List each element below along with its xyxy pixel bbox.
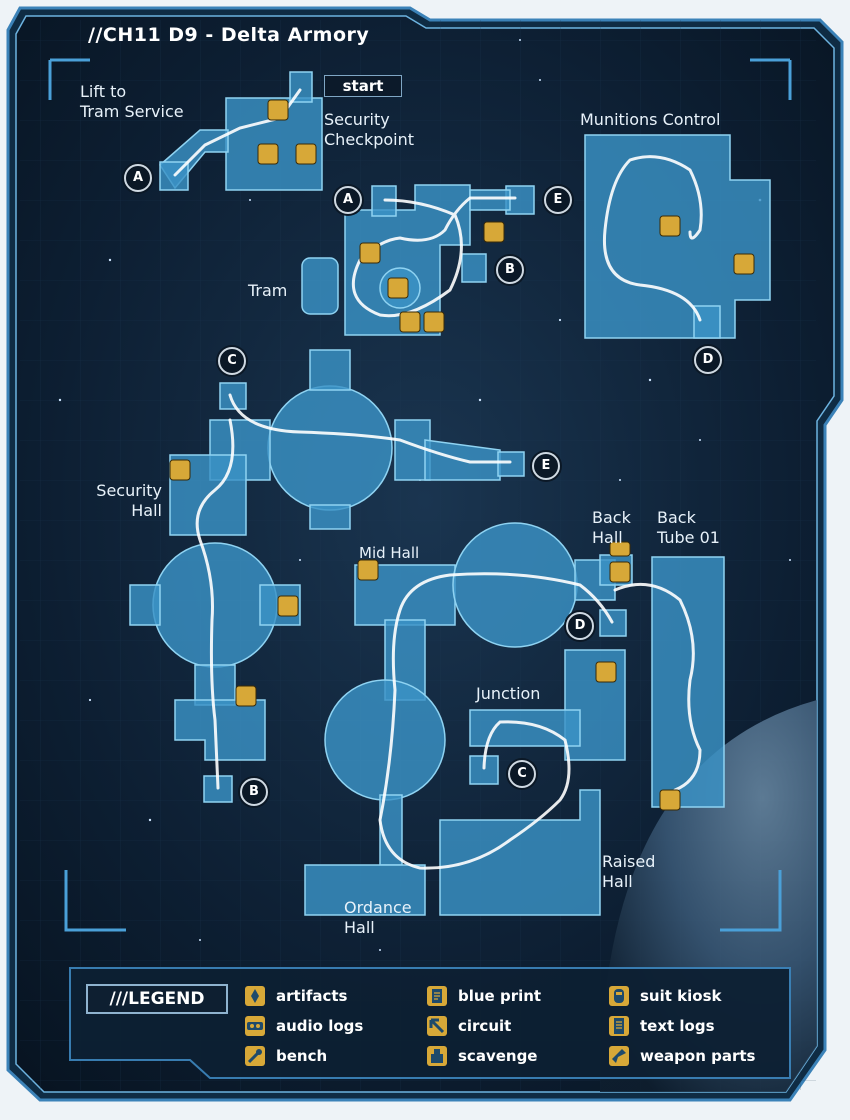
- circuit-icon: [277, 595, 299, 617]
- connector-marker-d: D: [694, 346, 722, 374]
- legend-title: ///LEGEND: [86, 984, 228, 1014]
- legend-item-blueprint: blue print: [426, 984, 541, 1008]
- artifact-icon: [245, 986, 265, 1006]
- area-label-security-hall: Security Hall: [96, 481, 162, 520]
- legend-item-audio-logs: audio logs: [244, 1014, 363, 1038]
- legend-label: circuit: [458, 1017, 512, 1035]
- scavenge-icon: [427, 1046, 447, 1066]
- weapon-parts-icon: [169, 459, 191, 481]
- circuit-icon: [427, 1016, 447, 1036]
- area-label-ordance-hall: Ordance Hall: [344, 898, 412, 937]
- legend-label: scavenge: [458, 1047, 538, 1065]
- text-log-icon: [609, 1016, 629, 1036]
- suit-kiosk-icon: [387, 277, 409, 299]
- artifact-icon: [267, 99, 289, 121]
- artifact-icon: [659, 789, 681, 811]
- area-label-tram: Tram: [248, 281, 288, 300]
- legend-label: artifacts: [276, 987, 348, 1005]
- audio-log-icon: [609, 541, 631, 557]
- weapon-parts-icon: [399, 311, 421, 333]
- legend-label: weapon parts: [640, 1047, 756, 1065]
- bench-icon: [235, 685, 257, 707]
- scavenge-icon: [357, 559, 379, 581]
- area-label-back-hall: Back Hall: [592, 508, 631, 547]
- blueprint-icon: [595, 661, 617, 683]
- suit-kiosk-icon: [257, 143, 279, 165]
- area-label-lift: Lift to Tram Service: [80, 82, 184, 121]
- legend-item-circuit: circuit: [426, 1014, 511, 1038]
- scavenge-icon: [359, 242, 381, 264]
- room-back-tube: [651, 556, 725, 808]
- start-marker: start: [324, 75, 402, 97]
- legend-label: suit kiosk: [640, 987, 722, 1005]
- legend-item-bench: bench: [244, 1044, 327, 1068]
- bench-icon: [295, 143, 317, 165]
- legend-item-weapon-parts: weapon parts: [608, 1044, 755, 1068]
- connector-marker-c: C: [508, 760, 536, 788]
- legend-item-scavenge: scavenge: [426, 1044, 537, 1068]
- connector-marker-d: D: [566, 612, 594, 640]
- blueprint-icon: [427, 986, 447, 1006]
- room-munitions-control: [584, 134, 771, 339]
- connector-marker-a: A: [124, 164, 152, 192]
- weapon-parts-icon: [659, 215, 681, 237]
- map-title: //CH11 D9 - Delta Armory: [88, 24, 370, 46]
- legend-label: blue print: [458, 987, 542, 1005]
- legend-label: text logs: [640, 1017, 715, 1035]
- connector-marker-e: E: [532, 452, 560, 480]
- weapon-parts-icon: [423, 311, 445, 333]
- connector-marker-b: B: [496, 256, 524, 284]
- legend-item-text-logs: text logs: [608, 1014, 715, 1038]
- rooms: [129, 71, 771, 916]
- weapon-parts-icon: [609, 1046, 629, 1066]
- legend-label: audio logs: [276, 1017, 364, 1035]
- bench-icon: [483, 221, 505, 243]
- collectibles: [169, 99, 755, 811]
- connector-marker-e: E: [544, 186, 572, 214]
- connector-marker-b: B: [240, 778, 268, 806]
- circuit-icon: [609, 561, 631, 583]
- area-label-munitions-control: Munitions Control: [580, 110, 721, 129]
- connector-marker-a: A: [334, 186, 362, 214]
- area-label-mid-hall: Mid Hall: [359, 544, 420, 562]
- suit-kiosk-icon: [609, 986, 629, 1006]
- room-mid-hall: [304, 522, 633, 916]
- audio-log-icon: [733, 253, 755, 275]
- bench-icon: [245, 1046, 265, 1066]
- area-label-back-tube: Back Tube 01: [657, 508, 720, 547]
- legend-item-suit-kiosk: suit kiosk: [608, 984, 721, 1008]
- area-label-raised-hall: Raised Hall: [602, 852, 656, 891]
- legend-label: bench: [276, 1047, 328, 1065]
- legend-item-artifacts: artifacts: [244, 984, 347, 1008]
- area-label-security-checkpoint: Security Checkpoint: [324, 110, 415, 149]
- area-label-junction: Junction: [476, 684, 541, 703]
- connector-marker-c: C: [218, 347, 246, 375]
- audio-log-icon: [245, 1016, 265, 1036]
